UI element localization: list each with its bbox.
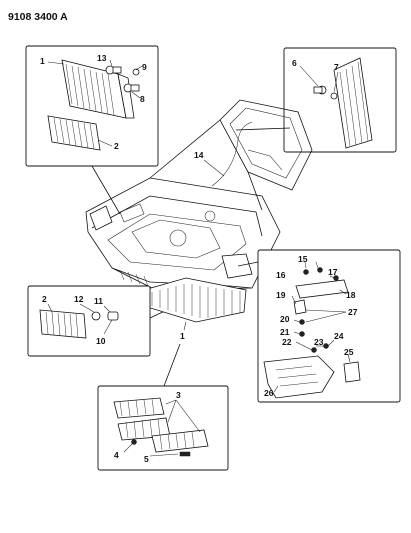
callout-25: 25	[344, 347, 354, 357]
callout-17: 17	[328, 267, 338, 277]
callout-13: 13	[97, 53, 107, 63]
park-turn-lamp-box: 3 4 5	[97, 385, 229, 471]
callout-22: 22	[282, 337, 292, 347]
callout-11: 11	[94, 296, 103, 306]
grille-fascia: 1	[143, 277, 247, 341]
callout-15: 15	[298, 254, 308, 264]
callout-23: 23	[314, 337, 324, 347]
vehicle-front-end: 14	[85, 99, 313, 319]
callout-19: 19	[276, 290, 286, 300]
callout-6: 6	[292, 58, 297, 68]
callout-20: 20	[280, 314, 290, 324]
callout-2-lower: 2	[42, 294, 47, 304]
callout-24: 24	[334, 331, 344, 341]
callout-14: 14	[194, 150, 204, 160]
callout-1-upper: 1	[40, 56, 45, 66]
callout-12: 12	[74, 294, 84, 304]
callout-3: 3	[176, 390, 181, 400]
callout-4: 4	[114, 450, 119, 460]
callout-26: 26	[264, 388, 274, 398]
callout-21: 21	[280, 327, 290, 337]
callout-18: 18	[346, 290, 356, 300]
callout-10: 10	[96, 336, 106, 346]
side-marker-box: 2 12 11 10	[27, 285, 151, 357]
callout-8: 8	[140, 94, 145, 104]
callout-1-lower: 1	[180, 331, 185, 341]
diagram-code: 9108 3400 A	[8, 11, 68, 23]
mounting-hardware-box: 15 16 17 18 19 27 20 21 22 23 24 25 26	[257, 249, 401, 403]
callout-7: 7	[334, 62, 339, 72]
headlamp-assembly-box: 1 13 9 8 2	[25, 45, 159, 167]
callout-9: 9	[142, 62, 147, 72]
callout-27: 27	[348, 307, 358, 317]
corner-lamp-box: 6 7	[283, 47, 397, 153]
callout-5: 5	[144, 454, 149, 464]
callout-16: 16	[276, 270, 286, 280]
callout-2-upper: 2	[114, 141, 119, 151]
